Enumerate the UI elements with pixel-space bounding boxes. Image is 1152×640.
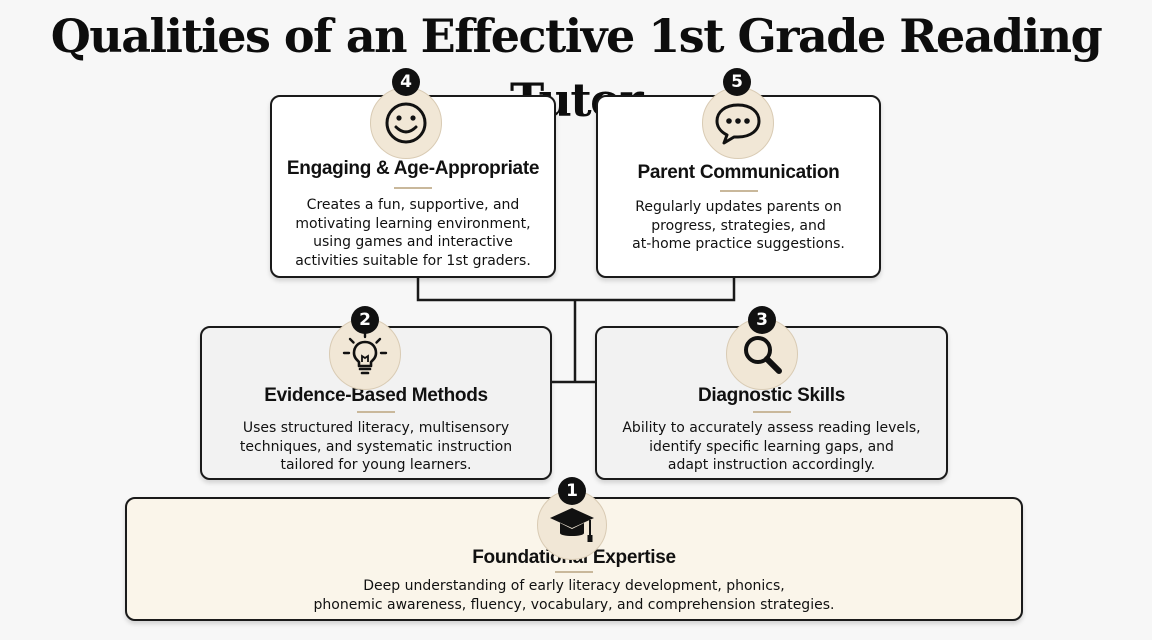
card-divider	[357, 411, 395, 413]
desc-line: using games and interactive	[313, 234, 513, 250]
number-badge: 2	[351, 306, 379, 334]
desc-line: Creates a fun, supportive, and	[306, 197, 520, 213]
desc-line: Regularly updates parents on	[635, 199, 842, 215]
card-divider	[752, 411, 791, 413]
desc-line: motivating learning environment,	[295, 215, 531, 232]
card-description: Uses structured literacy, multisensory t…	[214, 419, 538, 475]
smiley-face-icon	[385, 102, 427, 144]
speech-bubble-icon	[715, 103, 761, 145]
card-divider	[394, 187, 432, 189]
desc-line: techniques, and systematic instruction	[239, 438, 513, 455]
desc-line: adapt instruction accordingly.	[667, 457, 876, 473]
card-title: Parent Communication	[637, 162, 840, 183]
number-badge: 5	[723, 68, 751, 96]
card-description: Ability to accurately assess reading lev…	[609, 419, 934, 475]
card-title: Engaging & Age-Appropriate	[286, 158, 540, 179]
card-description: Creates a fun, supportive, and motivatin…	[284, 196, 542, 270]
icon-circle	[370, 87, 442, 159]
lightbulb-icon	[342, 330, 388, 375]
desc-line: identify specific learning gaps, and	[649, 438, 894, 455]
card-divider	[555, 571, 593, 573]
card-title: Evidence-Based Methods	[264, 385, 488, 406]
card-description: Deep understanding of early literacy dev…	[139, 577, 1009, 614]
desc-line: at-home practice suggestions.	[632, 236, 845, 252]
icon-circle	[702, 87, 774, 159]
graduation-cap-icon	[550, 508, 594, 542]
number-badge: 1	[558, 477, 586, 505]
card-divider	[719, 190, 758, 192]
desc-line: Uses structured literacy, multisensory	[242, 420, 510, 436]
magnifying-glass-icon	[744, 336, 782, 374]
card-description: Regularly updates parents on progress, s…	[610, 198, 867, 254]
card-title: Diagnostic Skills	[698, 385, 845, 406]
desc-line: activities suitable for 1st graders.	[295, 252, 531, 269]
desc-line: progress, strategies, and	[651, 217, 826, 234]
desc-line: phonemic awareness, fluency, vocabulary,…	[313, 596, 835, 613]
desc-line: Deep understanding of early literacy dev…	[363, 578, 785, 594]
desc-line: Ability to accurately assess reading lev…	[622, 420, 921, 436]
number-badge: 3	[748, 306, 776, 334]
desc-line: tailored for young learners.	[280, 457, 472, 473]
number-badge: 4	[392, 68, 420, 96]
